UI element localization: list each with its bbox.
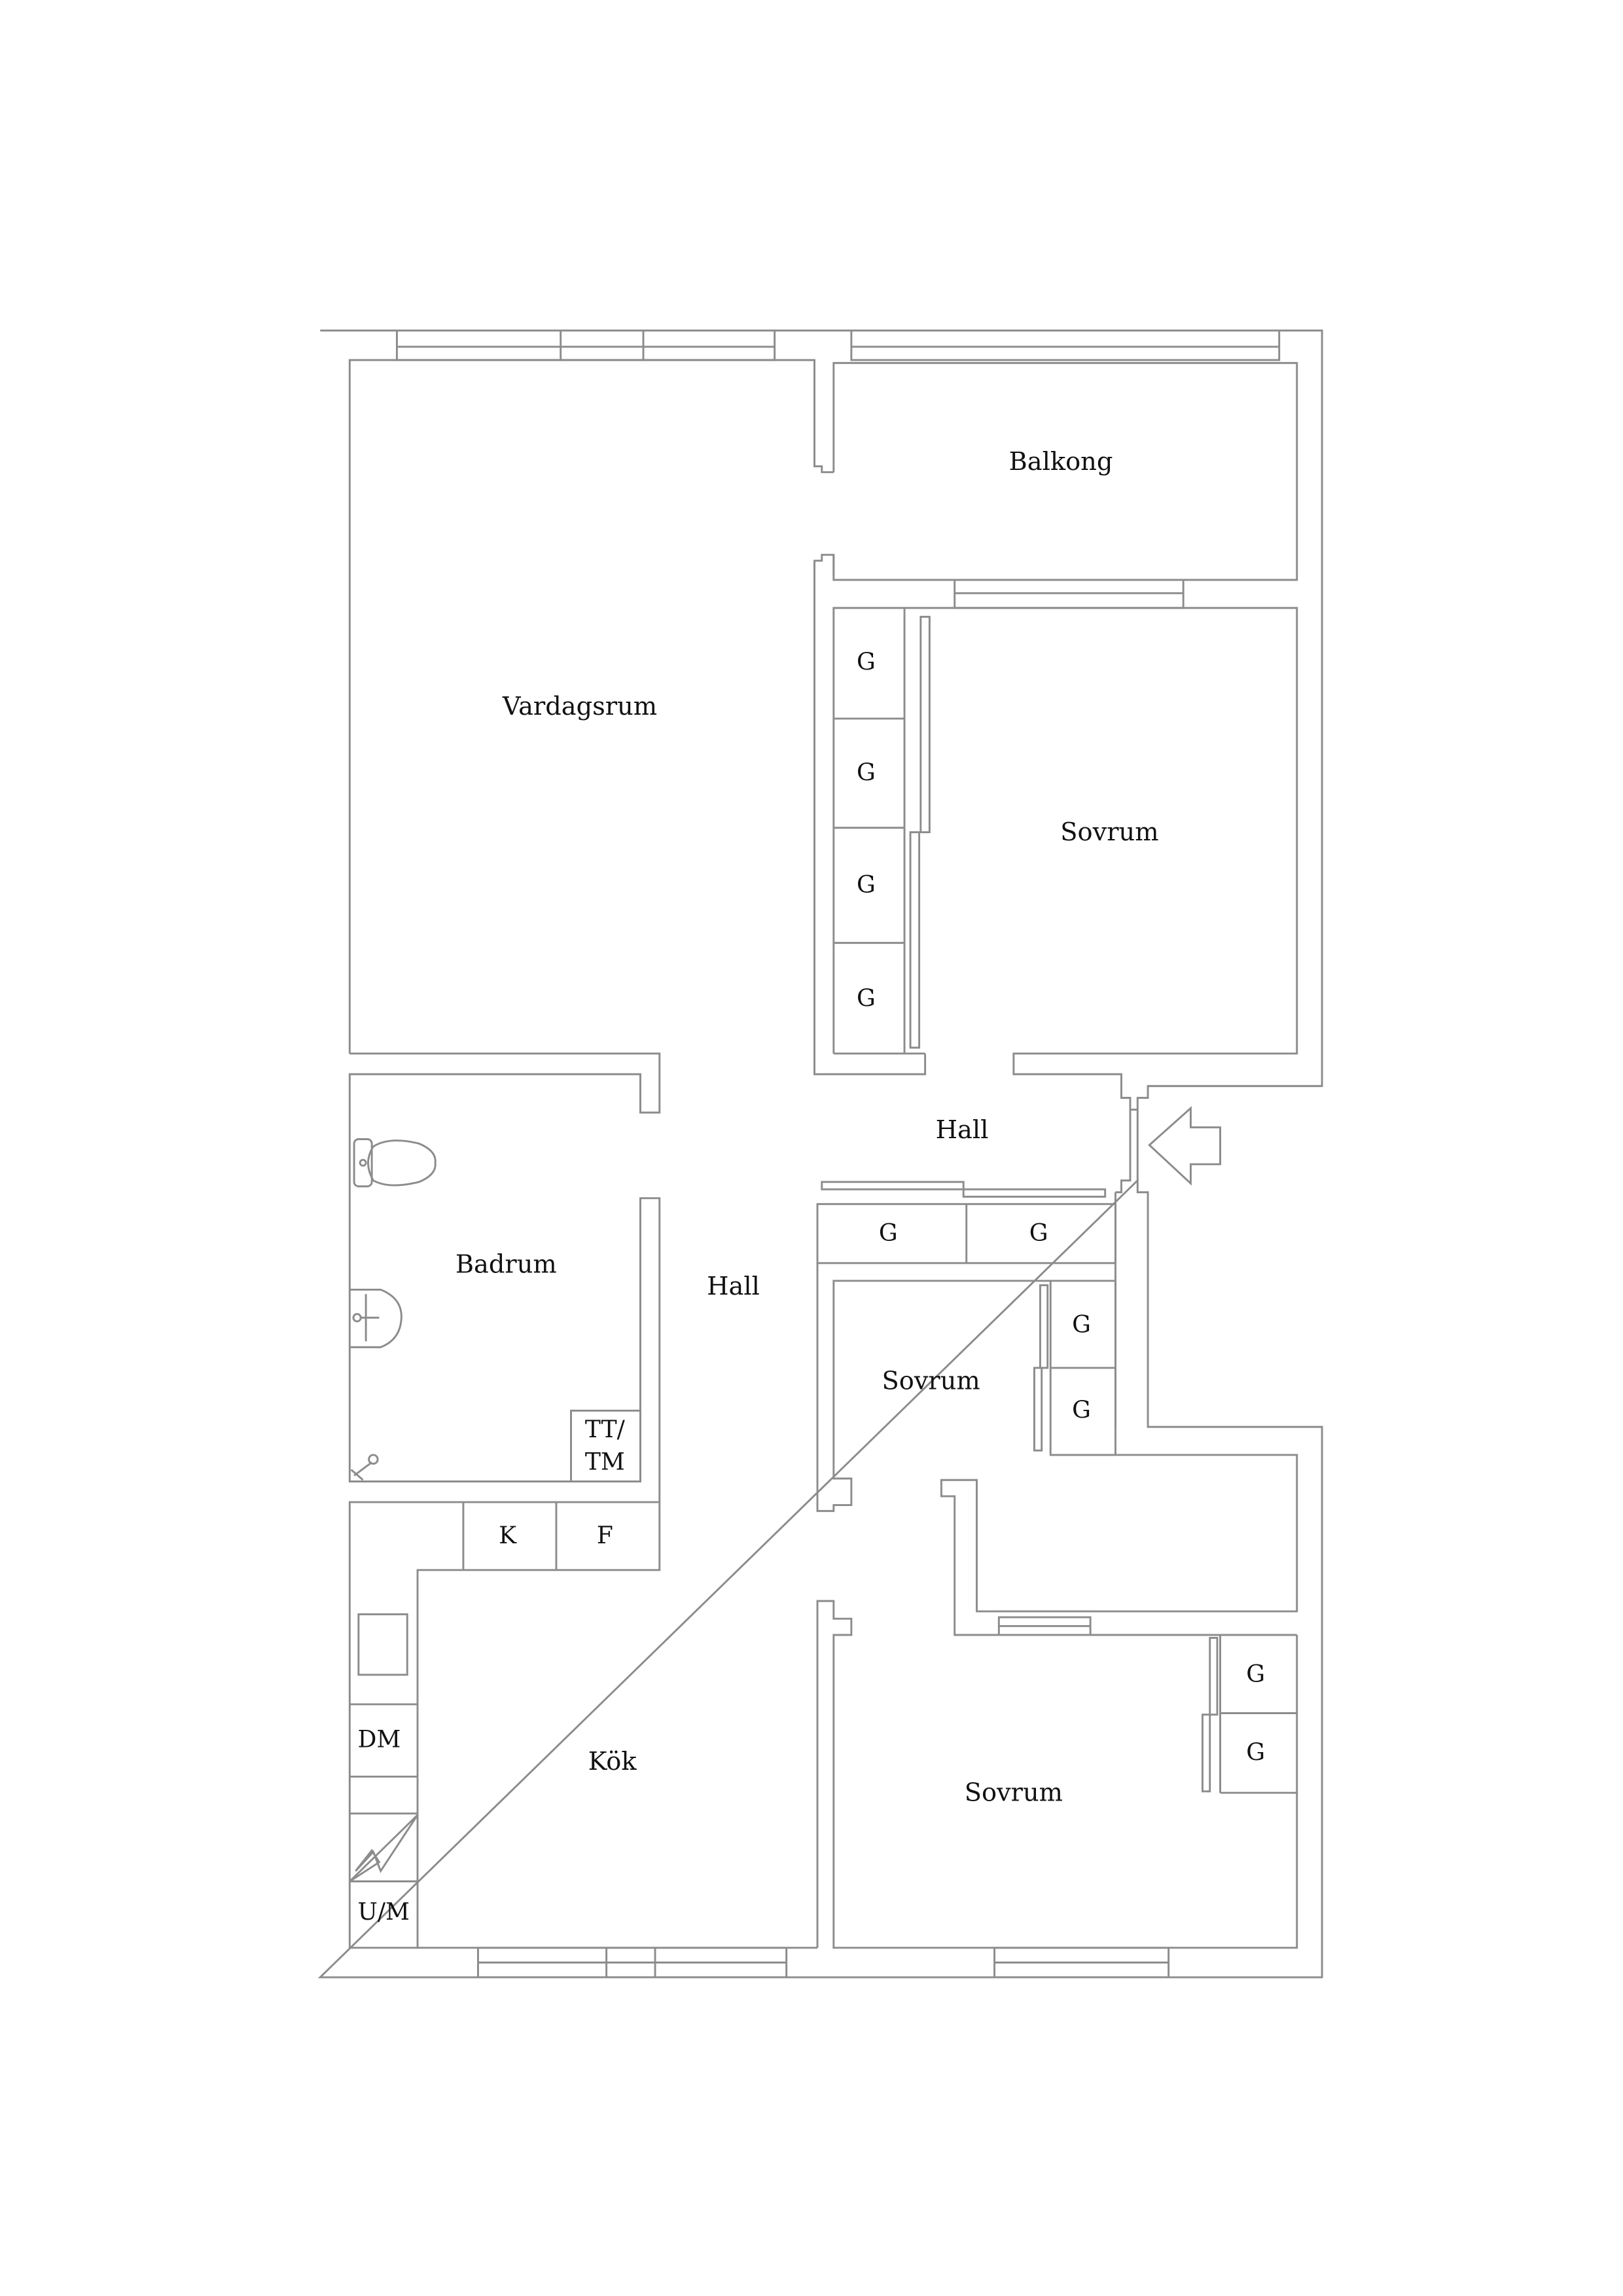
entrance-door — [1115, 1109, 1139, 1194]
toilet-icon — [353, 1138, 437, 1188]
bedroom-2 — [816, 1263, 1298, 1636]
outer-walls — [317, 329, 1323, 1979]
wardrobe-label: G — [857, 649, 876, 676]
electric-symbol-icon — [349, 1814, 419, 1882]
room-label-sovrum-2: Sovrum — [882, 1366, 980, 1395]
wardrobe-label: G — [857, 985, 876, 1013]
tt-tm-label-line1: TT/ — [585, 1416, 626, 1443]
wardrobe-label: G — [857, 871, 876, 899]
entrance-arrow-icon — [1148, 1105, 1221, 1186]
room-label-kok: Kök — [588, 1747, 637, 1776]
bedroom-3 — [816, 1600, 1298, 1979]
room-label-hall-1: Hall — [936, 1115, 989, 1145]
wardrobe-label: G — [1029, 1219, 1048, 1247]
balcony — [832, 362, 1298, 609]
oven-microwave-label: U/M — [357, 1898, 409, 1926]
window-top-right — [850, 329, 1281, 361]
wardrobe-label: G — [1246, 1660, 1265, 1688]
room-label-hall-2: Hall — [707, 1272, 760, 1301]
wardrobe-label: G — [857, 759, 876, 787]
fridge-label: K — [499, 1522, 517, 1549]
tt-tm-label-line2: TM — [585, 1448, 625, 1475]
bedroom-1 — [832, 607, 1323, 1111]
stove-icon — [357, 1613, 408, 1676]
wardrobe-label: G — [1072, 1311, 1091, 1338]
wardrobe-label: G — [1246, 1739, 1265, 1767]
window-top-left — [396, 329, 776, 361]
room-label-vardagsrum: Vardagsrum — [502, 692, 657, 721]
wardrobe-label: G — [1072, 1397, 1091, 1424]
room-label-balkong: Balkong — [1009, 447, 1113, 476]
room-label-sovrum-1: Sovrum — [1060, 817, 1158, 847]
dishwasher-label: DM — [357, 1725, 401, 1753]
sink-icon — [349, 1288, 402, 1348]
shower-icon — [350, 1454, 379, 1481]
bathroom — [348, 1052, 661, 1503]
kitchen — [348, 1501, 818, 1979]
wardrobe-label: G — [879, 1219, 898, 1247]
room-label-badrum: Badrum — [455, 1249, 557, 1279]
room-label-sovrum-3: Sovrum — [965, 1778, 1063, 1807]
freezer-label: F — [597, 1522, 613, 1549]
